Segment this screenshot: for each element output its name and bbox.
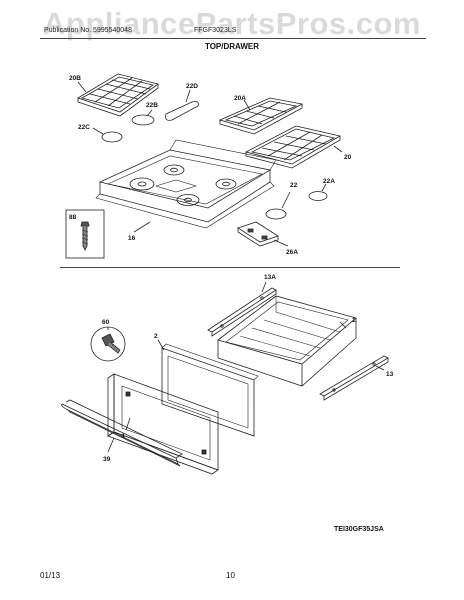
label-26a: 26A	[286, 249, 298, 256]
leader-4	[125, 417, 131, 431]
footer-date: 01/13	[40, 571, 61, 580]
publication-number: Publication No. 5995540048	[44, 27, 132, 34]
leader-22	[281, 191, 291, 209]
drawer-handle-39	[61, 399, 183, 467]
leader-26a	[273, 239, 289, 247]
grate-20b	[77, 73, 159, 117]
label-1: 1	[352, 317, 356, 324]
leader-1	[339, 321, 347, 329]
leader-22b	[146, 109, 153, 117]
grate-20	[244, 125, 342, 169]
label-20a: 20A	[234, 95, 246, 102]
leader-20a	[243, 99, 251, 111]
drawer-slide-13a	[207, 287, 277, 337]
label-16: 16	[128, 235, 136, 242]
bracket-26a	[237, 221, 279, 247]
label-60: 60	[102, 319, 110, 326]
label-22: 22	[290, 182, 298, 189]
leader-20	[333, 145, 343, 153]
label-88: 88	[69, 214, 77, 221]
inset-screw-88	[65, 209, 105, 259]
watermark-logo: AppliancePartsPros.com	[43, 6, 421, 41]
drawer-panel-2	[161, 343, 259, 437]
label-13: 13	[386, 371, 394, 378]
label-22c: 22C	[78, 124, 90, 131]
label-22d: 22D	[186, 83, 198, 90]
leader-22a	[321, 183, 327, 192]
header-rule	[40, 38, 426, 39]
label-2: 2	[154, 333, 158, 340]
drawer-front-4	[107, 373, 219, 475]
section-divider	[60, 267, 400, 268]
label-22a: 22A	[323, 178, 335, 185]
diagram-code: TEI30GF35JSA	[334, 526, 384, 533]
burner-trim-22d	[165, 101, 199, 121]
leader-13	[375, 365, 385, 371]
leader-22c	[92, 127, 104, 135]
leader-2	[157, 339, 165, 351]
maintop-16	[95, 139, 277, 229]
burner-cap-22c	[101, 131, 123, 143]
label-4: 4	[121, 433, 125, 440]
leader-13a	[261, 281, 267, 293]
drawer-body-1	[217, 295, 357, 387]
page-title: TOP/DRAWER	[204, 42, 260, 51]
leader-22d	[185, 89, 191, 103]
label-22b: 22B	[146, 102, 158, 109]
label-39: 39	[103, 456, 111, 463]
leader-20b	[77, 81, 87, 93]
label-20b: 20B	[69, 75, 81, 82]
drawer-slide-13	[319, 355, 389, 401]
inset-screw-60	[90, 326, 126, 362]
grate-20a	[218, 97, 304, 135]
burner-cap-22a	[308, 191, 328, 201]
model-number: FFGF3023LS	[194, 27, 237, 34]
footer-page-number: 10	[226, 571, 235, 580]
leader-16	[133, 221, 151, 233]
leader-39	[107, 437, 115, 453]
label-20: 20	[344, 154, 352, 161]
burner-cap-22b	[131, 114, 155, 126]
label-13a: 13A	[264, 274, 276, 281]
burner-cap-22	[265, 208, 287, 220]
